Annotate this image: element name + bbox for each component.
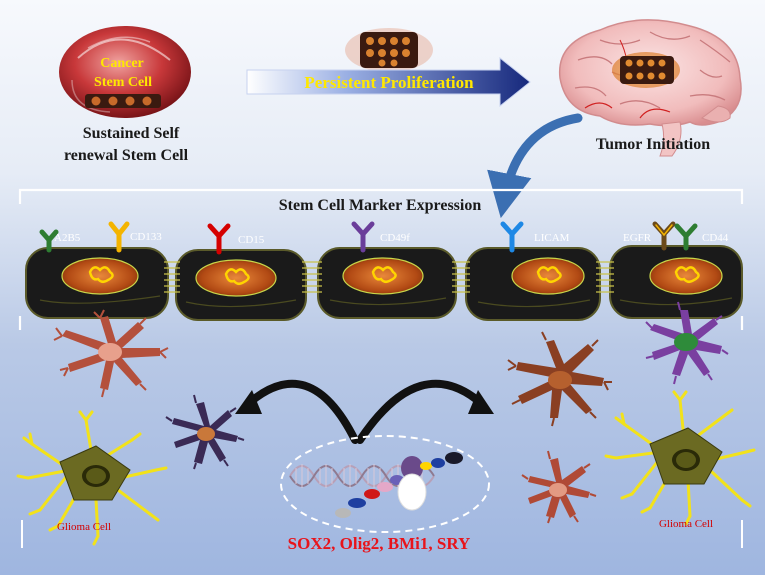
receptor-cd15 xyxy=(207,223,231,255)
differentiation-arrows xyxy=(235,379,494,444)
marker-panel-frame xyxy=(18,188,744,330)
receptor-cd49f xyxy=(351,221,375,253)
tumor-initiation-label: Tumor Initiation xyxy=(596,136,710,153)
receptor-egfr-inner xyxy=(655,224,673,237)
astrocyte-salmon-left xyxy=(53,309,169,398)
glioma-label-right: Glioma Cell xyxy=(659,518,713,530)
bottom-frame xyxy=(21,520,743,548)
glioma-cell-right xyxy=(604,390,756,526)
stem-cell-1 xyxy=(25,247,169,319)
self-renewal-label-line2: renewal Stem Cell xyxy=(64,147,189,164)
receptor-licam xyxy=(500,221,524,253)
brain-illustration xyxy=(558,19,742,157)
astrocyte-dark-left xyxy=(165,394,245,470)
transcription-factors-label: SOX2, Olig2, BMi1, SRY xyxy=(288,534,471,553)
protein-chain xyxy=(335,452,463,518)
astrocyte-brown-right xyxy=(507,331,612,427)
astrocyte-purple-right xyxy=(645,301,729,385)
marker-label-cd44: CD44 xyxy=(702,232,729,244)
stem-cell-cluster-small xyxy=(85,94,161,108)
receptor-cd44 xyxy=(674,223,698,251)
marker-panel-heading: Stem Cell Marker Expression xyxy=(279,197,482,214)
marker-label-licam: LICAM xyxy=(534,232,570,244)
transcription-factor-complex xyxy=(280,435,490,533)
cell-chain xyxy=(25,245,743,321)
curved-arrow-to-markers xyxy=(487,113,583,219)
marker-label-cd15: CD15 xyxy=(238,234,265,246)
marker-label-egfr: EGFR xyxy=(623,232,652,244)
stem-cell-3 xyxy=(317,247,457,319)
cell-junctions xyxy=(164,261,614,293)
cancer-stem-cell-label-line2: Stem Cell xyxy=(94,75,152,90)
receptor-cd133 xyxy=(108,221,130,253)
tumor-cluster xyxy=(612,52,680,88)
receptor-a2b5 xyxy=(39,229,59,253)
proliferating-cell-cluster xyxy=(345,28,433,72)
self-renewal-label-line1: Sustained Self xyxy=(83,125,180,142)
glioma-label-left: Glioma Cell xyxy=(57,521,111,533)
glioma-cell-left xyxy=(16,410,168,546)
cancer-stem-cell-sphere xyxy=(59,26,191,118)
stem-cell-4 xyxy=(465,247,601,321)
marker-label-a2b5: A2B5 xyxy=(54,232,81,244)
proliferation-label: Persistent Proliferation xyxy=(304,73,474,92)
stem-cell-5 xyxy=(609,245,743,319)
astrocyte-salmon-right xyxy=(521,450,597,524)
proliferation-arrow xyxy=(246,56,531,108)
stem-cell-2 xyxy=(175,249,307,321)
cancer-stem-cell-label-line1: Cancer xyxy=(100,56,144,71)
marker-label-cd133: CD133 xyxy=(130,231,162,243)
marker-label-cd49f: CD49f xyxy=(380,232,410,244)
